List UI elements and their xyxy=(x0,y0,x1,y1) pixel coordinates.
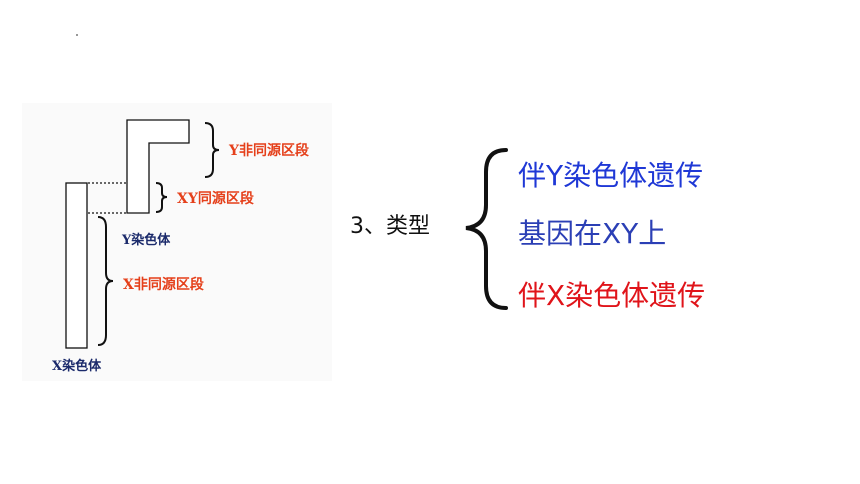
type-item-xy: 基因在XY上 xyxy=(518,212,666,252)
big-brace-path xyxy=(465,148,508,310)
brace-xy-homologous xyxy=(155,182,168,213)
type-item-text: 基因在XY上 xyxy=(518,217,667,250)
type-item-text: 伴Y染色体遗传 xyxy=(518,159,704,192)
type-item-x-linked: 伴X染色体遗传 xyxy=(518,274,705,314)
stray-dot xyxy=(76,34,78,36)
label-y-chromosome: Y染色体 xyxy=(121,232,171,248)
chromosome-diagram-panel: Y非同源区段 XY同源区段 Y染色体 X非同源区段 X染色体 xyxy=(22,103,332,381)
type-heading: 3、类型 xyxy=(350,214,430,239)
label-y-nonhomologous: Y非同源区段 xyxy=(228,142,309,159)
label-x-nonhomologous: X非同源区段 xyxy=(123,276,204,293)
chromosome-diagram: Y非同源区段 XY同源区段 Y染色体 X非同源区段 X染色体 xyxy=(52,119,309,374)
brace-x-nonhomologous xyxy=(97,216,114,346)
y-chromosome-shape xyxy=(126,119,190,214)
type-item-y-linked: 伴Y染色体遗传 xyxy=(518,154,703,194)
type-item-text: 伴X染色体遗传 xyxy=(518,279,706,312)
x-chromosome-shape xyxy=(65,182,88,349)
label-xy-homologous: XY同源区段 xyxy=(177,190,254,207)
label-x-chromosome: X染色体 xyxy=(52,358,102,374)
brace-y-nonhomologous xyxy=(204,122,220,178)
